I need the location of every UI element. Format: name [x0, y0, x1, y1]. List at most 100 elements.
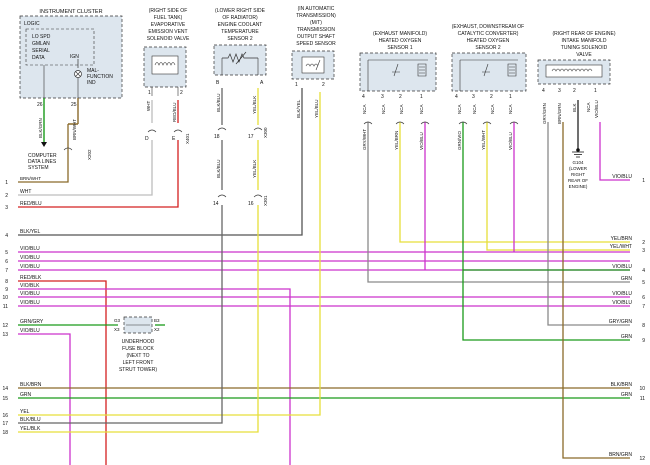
left-wire-number: 7: [5, 268, 8, 274]
o2s1-nca-4: NCA: [419, 104, 424, 114]
left-wire-label: VIO/BLU: [20, 328, 40, 334]
right-wire-label: GRN: [621, 392, 633, 398]
evap-title-3: EVAPORATIVE: [151, 22, 186, 28]
imt-pin-2: 2: [573, 88, 576, 94]
cluster-out-brn-wht: BRN/WHT: [20, 176, 41, 181]
ect-wire-yel-blk: YEL/BLK: [252, 96, 257, 114]
trans-pin-1: 1: [295, 82, 298, 88]
right-wire-number: 2: [642, 240, 645, 246]
right-wire-label: BLK/BRN: [611, 382, 633, 388]
ect-mid-connector-x300: X300: [263, 127, 268, 138]
trans-title-6: SPEED SENSOR: [296, 41, 336, 47]
left-wire-number: 16: [2, 413, 8, 419]
trans-wire-blk-yel: BLK/YEL: [296, 99, 301, 118]
o2s1-wire-gry-wht: GRY/WHT: [362, 129, 367, 150]
right-wire-number: 5: [642, 280, 645, 286]
right-wire-label: YEL/WHT: [610, 244, 632, 250]
left-wire-number: 12: [2, 323, 8, 329]
imt-title-1: (RIGHT REAR OF ENGINE): [553, 31, 616, 37]
evap-pin-lines: [151, 87, 179, 96]
trans-title-1: (IN AUTOMATIC: [298, 6, 335, 12]
imt-pin-1: 1: [594, 88, 597, 94]
ground-g104-icon: [572, 151, 584, 158]
ect-pin-a: A: [260, 80, 264, 86]
o2s2-wire-vio-blu: VIO/BLU: [508, 132, 513, 150]
o2s1-pin-2: 2: [399, 94, 402, 100]
imt-pin-3: 3: [558, 88, 561, 94]
imt-nca: NCA: [586, 102, 591, 112]
evap-title-5: SOLENOID VALVE: [147, 36, 190, 42]
left-wire-number: 4: [5, 233, 8, 239]
ect-low-connector-x301: X301: [263, 195, 268, 206]
cluster-pin-26: 26: [37, 102, 43, 108]
o2s2-title-4: SENSOR 2: [475, 45, 501, 51]
left-wire-label: RED/BLK: [20, 275, 42, 281]
left-wire-label: BLK/YEL: [20, 229, 41, 235]
trans-pin-2: 2: [322, 82, 325, 88]
trans-sensor-element: [301, 56, 325, 74]
right-wire-label: VIO/BLU: [612, 174, 632, 180]
left-wire-number: 2: [5, 193, 8, 199]
evap-connector-mark: [147, 129, 183, 133]
wire-red-blu-evap: [18, 100, 179, 208]
right-wire-label: BRN/GRN: [609, 452, 632, 458]
o2s2-heater-icon: [509, 66, 515, 74]
o2s1-nca-2: NCA: [381, 104, 386, 114]
ect-low-pin-14: 14: [213, 201, 219, 207]
underhood-fuse-block: G3 B3 X3 X2 UNDERHOOD FUSE BLOCK (NEXT T…: [114, 316, 160, 373]
o2s2-pin-1: 1: [509, 94, 512, 100]
cluster-serial-line-1: LO SPD: [32, 34, 51, 40]
o2s2-title-2: CATALYTIC CONVERTER): [458, 31, 519, 37]
o2s1-wire-vio-blu: VIO/BLU: [419, 132, 424, 150]
cluster-pin-25: 25: [71, 102, 77, 108]
cluster-logic-label: LOGIC: [24, 21, 40, 27]
trans-title-3: (M/T): [310, 20, 322, 26]
oxygen-sensor-2: (EXHAUST, DOWNSTREAM OF CATALYTIC CONVER…: [451, 24, 527, 150]
wires: [18, 88, 630, 465]
o2s1-pin-1: 1: [420, 94, 423, 100]
left-wire-number: 11: [3, 304, 8, 310]
right-wire-number: 1: [642, 178, 645, 184]
imt-pin-4: 4: [542, 88, 545, 94]
left-wire-label: BLK/BRN: [20, 382, 42, 388]
computer-data-lines-2: DATA LINES: [28, 159, 57, 165]
ect-pin-b: B: [216, 80, 220, 86]
fuse-pin-x2: X2: [154, 327, 160, 332]
wire-yel-blk: [18, 88, 259, 433]
wire-gry-wht-o2s1: [367, 122, 630, 283]
evap-connector-x401: X401: [185, 133, 190, 144]
wire-vio-blk: [18, 288, 291, 465]
evap-low-pin-e: E: [172, 136, 176, 142]
left-wire-label: VIO/BLU: [20, 264, 40, 270]
evap-pin-1: 1: [148, 90, 151, 96]
right-wire-label: GRY/GRN: [609, 319, 633, 325]
left-wire-label: RED/BLU: [20, 201, 42, 207]
cluster-serial-block: [25, 28, 95, 66]
ground-g104-line-1: G104: [572, 160, 584, 165]
right-wire-number: 12: [639, 456, 645, 462]
right-wire-label: VIO/BLU: [612, 291, 632, 297]
ect-thermistor-icon: [222, 51, 258, 65]
evap-wire-red-blu: RED/BLU: [172, 102, 177, 122]
left-wire-label: VIO/BLK: [20, 283, 40, 289]
imt-coil-icon: [551, 68, 593, 72]
left-wire-number: 17: [2, 421, 8, 427]
right-wire-number: 3: [642, 248, 645, 254]
left-wire-number: 5: [5, 250, 8, 256]
left-wire-number: 6: [5, 259, 8, 265]
right-wire-number: 4: [642, 268, 645, 274]
ect-title-4: TEMPERATURE: [221, 29, 259, 35]
o2s2-box: [451, 52, 527, 92]
wire-yel-16: [18, 92, 321, 416]
wire-yel-wht-o2s2: [486, 122, 630, 251]
imt-wire-brn-grn: BRN/GRN: [557, 103, 562, 124]
ect-title-2: OF RADIATOR): [222, 15, 258, 21]
ground-g104-node: [576, 148, 580, 152]
ect-low-connector-mark: [217, 194, 263, 198]
fuse-pin-g3: G3: [114, 318, 121, 323]
left-wire-label: GRN: [20, 392, 32, 398]
cluster-wire-brn-wht: BRN/WHT: [72, 119, 77, 140]
trans-pickup-coil-icon: [305, 59, 321, 71]
o2s2-nca-2: NCA: [472, 104, 477, 114]
fuse-pin-x3: X3: [114, 327, 120, 332]
